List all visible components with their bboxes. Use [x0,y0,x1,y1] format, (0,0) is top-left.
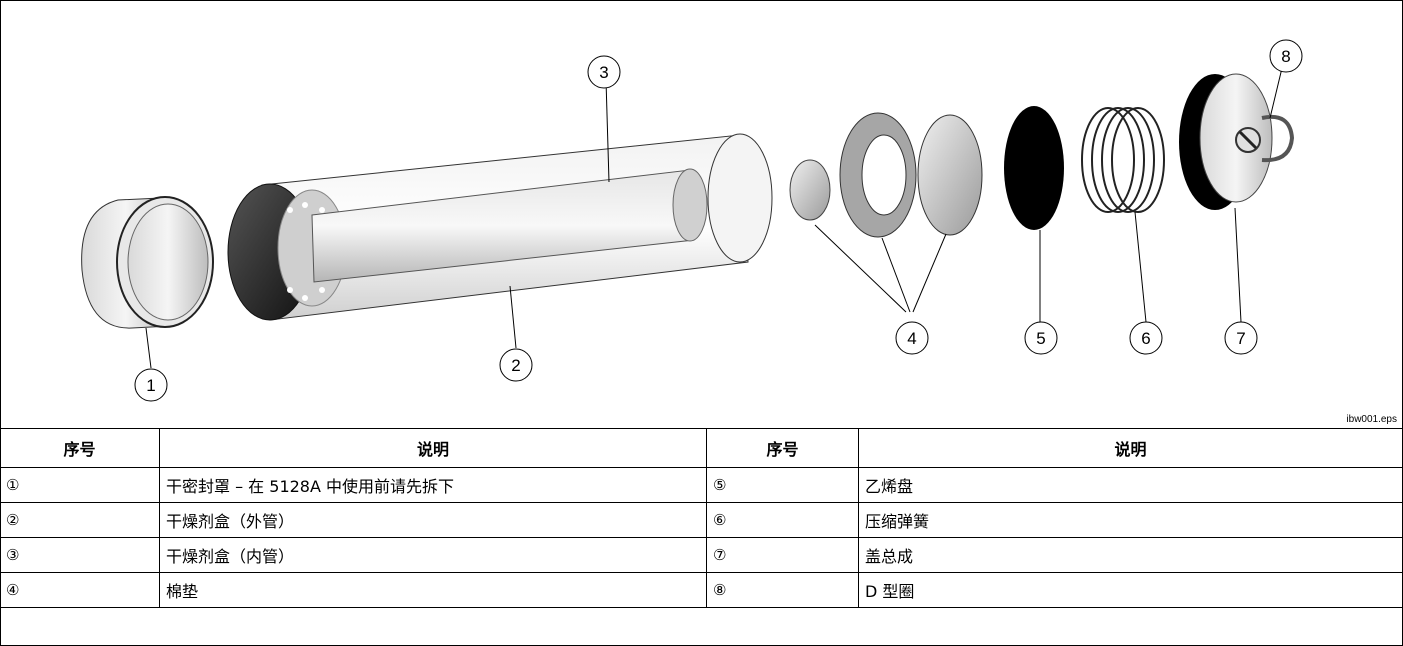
item-description: D 型圈 [858,572,1403,608]
item-number: ④ [0,572,160,608]
item-number: ③ [0,537,160,573]
item-number: ⑧ [706,572,859,608]
callout-3: 3 [587,55,621,89]
item-description: 干燥剂盒（内管） [159,537,707,573]
leader-lines [145,67,1283,369]
exploded-parts-figure: 1 2 3 4 5 6 7 8 ibw001.eps [81,39,1397,425]
vinyl-disc [1004,106,1064,230]
parts-table: 序号 说明 序号 说明 ① 干密封罩 – 在 5128A 中使用前请先拆下 ⑤ … [0,428,1403,608]
table-header-row: 序号 说明 序号 说明 [0,428,1403,468]
item-number: ⑦ [706,537,859,573]
svg-text:3: 3 [599,63,608,82]
parts-illustration: 1 2 3 4 5 6 7 8 [81,39,1303,402]
item-number: ⑤ [706,467,859,503]
header-number-right: 序号 [706,428,859,468]
header-description-left: 说明 [159,428,707,468]
table-row: ③ 干燥剂盒（内管） ⑦ 盖总成 [0,537,1403,573]
header-number-left: 序号 [0,428,160,468]
item-description: 干密封罩 – 在 5128A 中使用前请先拆下 [159,467,707,503]
cap-assembly [1179,73,1273,210]
item-description: 盖总成 [858,537,1403,573]
svg-text:1: 1 [146,376,155,395]
item-description: 棉垫 [159,572,707,608]
svg-text:7: 7 [1236,329,1245,348]
svg-text:4: 4 [907,329,916,348]
svg-text:5: 5 [1036,329,1045,348]
dry-seal-cap [81,196,214,329]
compression-spring [1081,107,1165,213]
desiccant-inner-tube [311,168,708,283]
item-number: ⑥ [706,502,859,538]
figure-filename: ibw001.eps [1346,414,1397,425]
d-ring [1261,115,1295,163]
svg-text:6: 6 [1141,329,1150,348]
item-number: ② [0,502,160,538]
callout-8: 8 [1269,39,1303,73]
table-row: ④ 棉垫 ⑧ D 型圈 [0,572,1403,608]
callout-6: 6 [1129,321,1163,355]
svg-text:8: 8 [1281,47,1290,66]
header-description-right: 说明 [858,428,1403,468]
callout-5: 5 [1024,321,1058,355]
callout-4: 4 [895,321,929,355]
callout-7: 7 [1224,321,1258,355]
item-description: 压缩弹簧 [858,502,1403,538]
svg-text:2: 2 [511,356,520,375]
item-number: ① [0,467,160,503]
callout-2: 2 [499,348,533,382]
cotton-pads [789,112,983,238]
table-row: ① 干密封罩 – 在 5128A 中使用前请先拆下 ⑤ 乙烯盘 [0,467,1403,503]
table-row: ② 干燥剂盒（外管） ⑥ 压缩弹簧 [0,502,1403,538]
item-description: 干燥剂盒（外管） [159,502,707,538]
callout-1: 1 [134,368,168,402]
item-description: 乙烯盘 [858,467,1403,503]
